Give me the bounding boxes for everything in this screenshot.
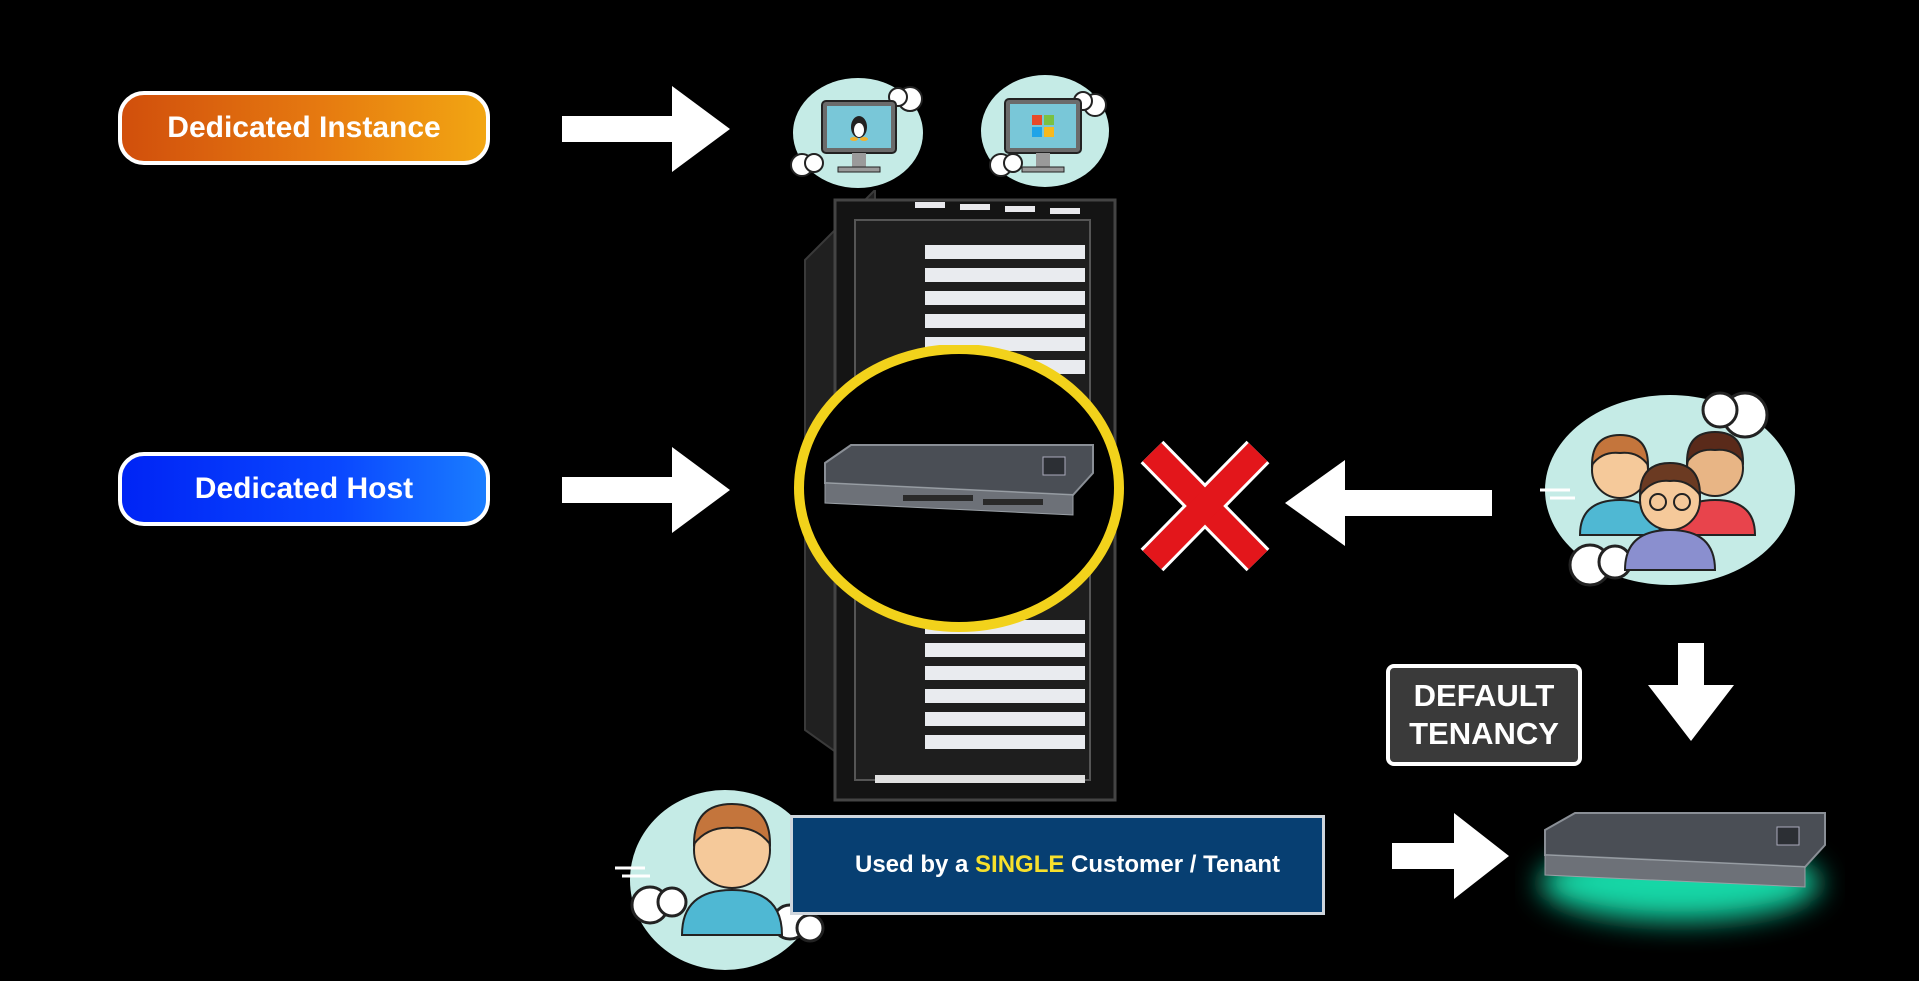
cross-icon (1140, 440, 1270, 572)
dedicated-instance-text: Dedicated Instance (167, 111, 441, 144)
default-tenancy-text: DEFAULT TENANCY (1409, 678, 1559, 751)
windows-monitor-icon (981, 75, 1109, 187)
server-unit-icon (1540, 812, 1826, 921)
banner-highlight: SINGLE (975, 851, 1065, 878)
arrow-left-icon (1285, 460, 1492, 546)
single-tenant-banner: Used by a SINGLE Customer / Tenant (790, 815, 1325, 915)
arrow-right-icon (562, 447, 730, 533)
dedicated-host-text: Dedicated Host (194, 472, 414, 505)
server-unit-icon (794, 345, 1124, 632)
dedicated-host-label: Dedicated Host (118, 452, 490, 526)
banner-suffix: Customer / Tenant (1064, 851, 1280, 878)
arrow-right-icon (1392, 813, 1509, 899)
single-user-icon (615, 790, 825, 970)
banner-prefix: Used by a (855, 851, 976, 878)
arrow-down-icon (1648, 643, 1734, 741)
linux-monitor-icon (790, 78, 923, 188)
user-group-icon (1540, 391, 1795, 587)
arrow-right-icon (562, 86, 730, 172)
default-tenancy-label: DEFAULT TENANCY (1386, 664, 1582, 766)
dedicated-instance-label: Dedicated Instance (118, 91, 490, 165)
